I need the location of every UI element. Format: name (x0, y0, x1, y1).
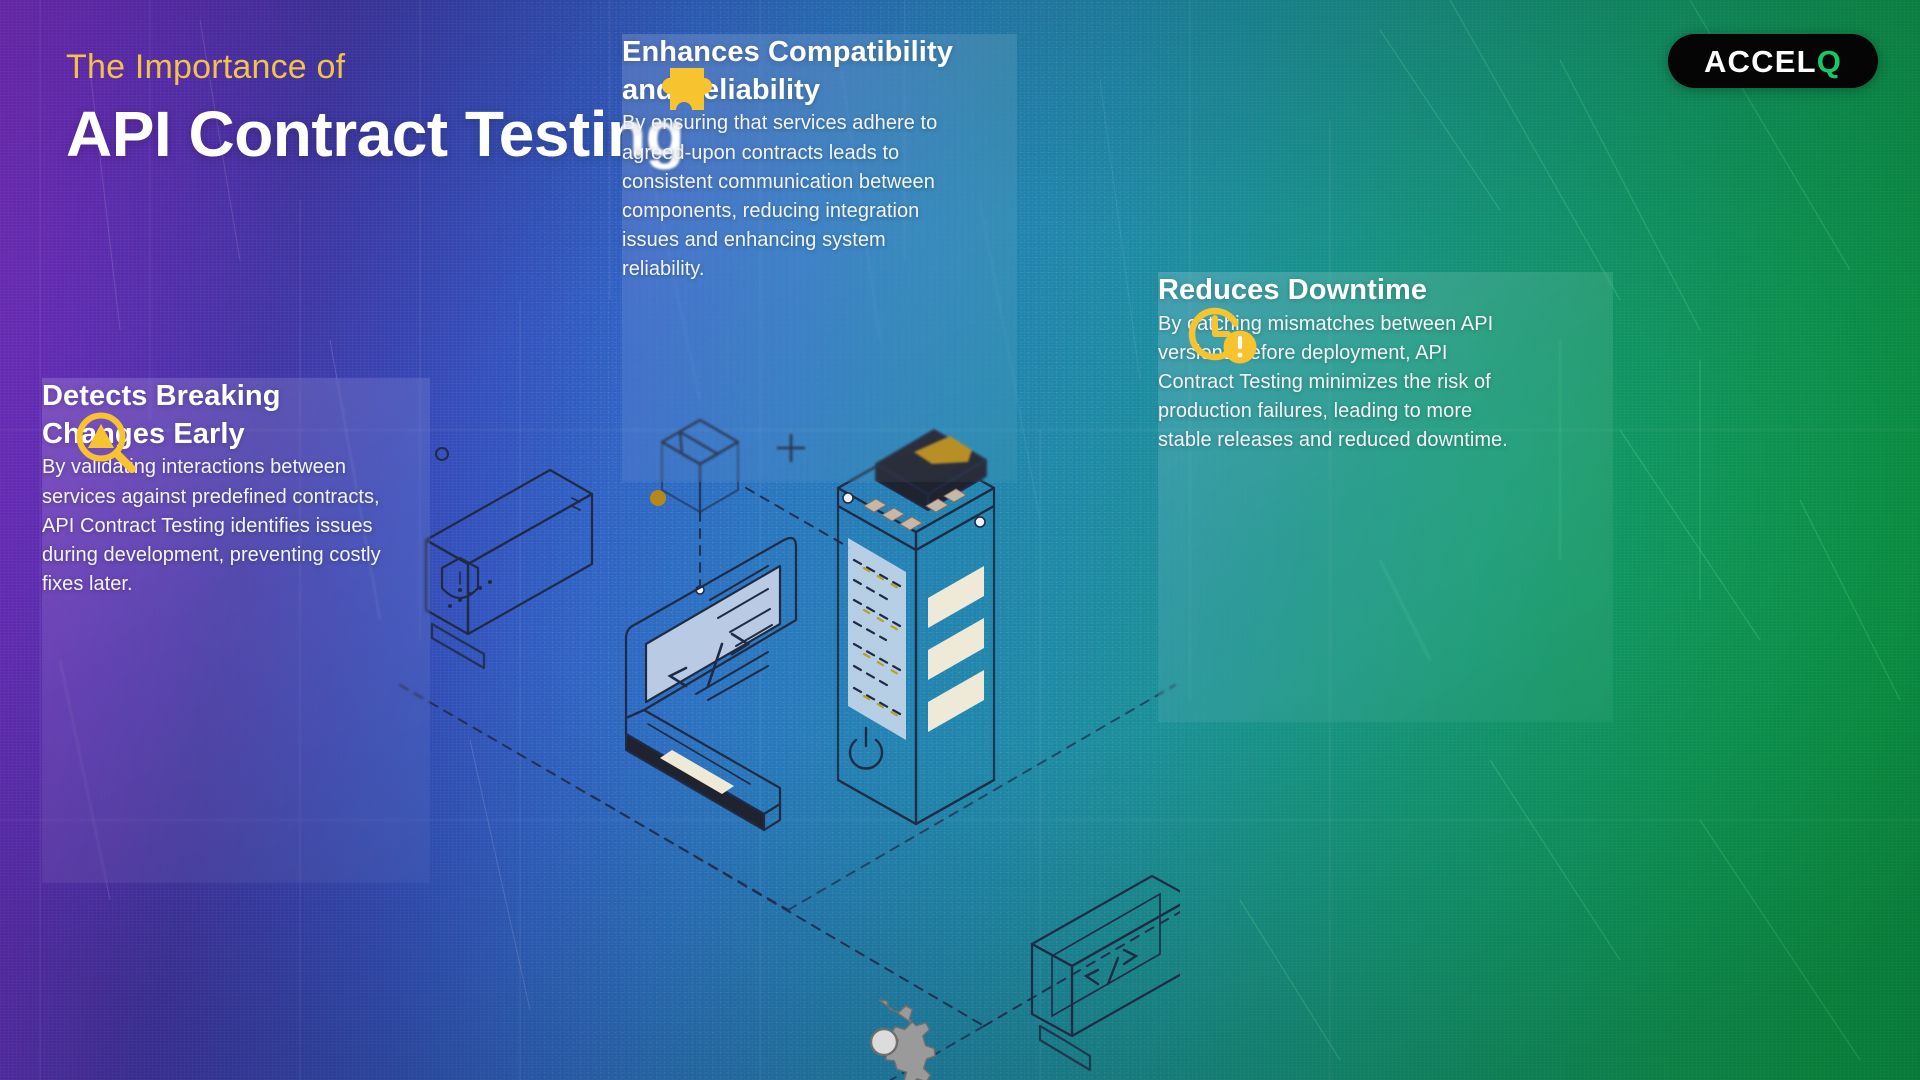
magnifier-warning-icon (70, 408, 142, 485)
clock-alert-icon (1186, 300, 1262, 377)
card-title: Detects Breaking Changes Early (42, 380, 281, 450)
hero-eyebrow: The Importance of (66, 48, 346, 86)
card-body: By catching mismatches between API versi… (1158, 312, 1508, 452)
card-body: By ensuring that services adhere to agre… (622, 112, 938, 281)
page-title: API Contract Testing (66, 97, 685, 170)
hero-heading-block: The Importance of API Contract Testing (66, 46, 706, 169)
card-title: Enhances Compatibility and Reliability (622, 36, 953, 106)
card-title: Reduces Downtime (1158, 274, 1428, 306)
accelq-logo-accent: Q (1816, 43, 1843, 79)
card-detects-breaking-changes-early: Detects Breaking Changes Early By valida… (42, 378, 430, 883)
card-enhances-compatibility-and-reliability: Enhances Compatibility and Reliability B… (622, 34, 1017, 482)
card-body: By validating interactions between servi… (42, 456, 381, 596)
accelq-logo-main: ACCEL (1703, 43, 1817, 79)
card-reduces-downtime: Reduces Downtime By catching mismatches … (1158, 272, 1613, 722)
puzzle-piece-icon (652, 62, 728, 137)
